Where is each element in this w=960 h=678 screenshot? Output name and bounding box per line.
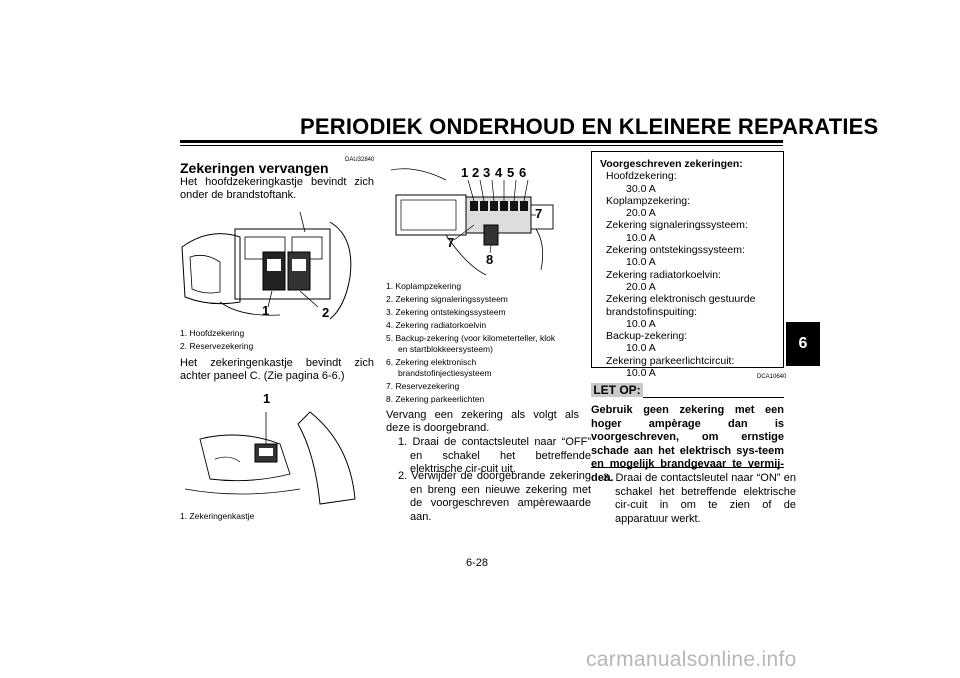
fig2-legend: 1. Zekeringenkastje	[180, 511, 254, 522]
letop-rule	[643, 397, 784, 398]
fig3-callout-2: 2	[472, 165, 480, 180]
page-number: 6-28	[466, 557, 489, 569]
fig3-legend-item: en startblokkeersysteem)	[398, 344, 493, 354]
spec-label: Zekering radiatorkoelvin:	[606, 268, 721, 281]
fig3-legend-item: 1. Koplampzekering	[386, 281, 462, 291]
fig3-callout-7a: 7	[535, 206, 543, 221]
spec-title: Voorgeschreven zekeringen:	[600, 158, 743, 170]
spec-value: 30.0 A	[626, 182, 656, 195]
step-2: 2. Verwijder de doorgebrande zekering en…	[398, 470, 591, 523]
fuse-block-illustration	[386, 165, 580, 277]
letop-badge: LET OP:	[591, 383, 643, 397]
header-rule-thin	[180, 145, 783, 146]
spec-value: 10.0 A	[626, 317, 656, 330]
fig3-legend-item: 7. Reservezekering	[386, 381, 460, 391]
fig1-callout-1: 1	[262, 303, 270, 318]
spec-value: 10.0 A	[626, 256, 656, 269]
spec-label: Koplampzekering:	[606, 194, 691, 207]
caution-rule	[591, 467, 784, 468]
step-1: 1. Draai de contactsleutel naar “OFF” en…	[398, 436, 591, 475]
replace-paragraph: Vervang een zekering als volgt als deze …	[386, 409, 579, 434]
spec-value: 10.0 A	[626, 367, 656, 380]
fig3-callout-8: 8	[486, 252, 494, 267]
fig3-legend-item: 3. Zekering ontstekingssysteem	[386, 307, 506, 317]
fig1-legend: 1. Hoofdzekering 2. Reservezekering	[180, 328, 253, 352]
fig3-legend-item: 4. Zekering radiatorkoelvin	[386, 320, 487, 330]
fig3-legend: 1. Koplampzekering 2. Zekering signaleri…	[386, 281, 580, 405]
header-rule	[180, 140, 783, 143]
fuse-spec-box: Voorgeschreven zekeringen: Hoofdzekering…	[591, 151, 784, 379]
paragraph-fuse-box-location: Het zekeringenkastje bevindt zich achter…	[180, 357, 374, 382]
spec-value: 10.0 A	[626, 231, 656, 244]
fig3-legend-item: 8. Zekering parkeerlichten	[386, 394, 485, 404]
fig3-callout-4: 4	[495, 165, 503, 180]
section-code: DAU32840	[345, 157, 375, 163]
fig3-callout-5: 5	[507, 165, 515, 180]
spec-value: 20.0 A	[626, 280, 656, 293]
fig3-callout-6: 6	[519, 165, 527, 180]
fig3-legend-item: 5. Backup-zekering (voor kilometerteller…	[386, 333, 556, 343]
spec-value: 10.0 A	[626, 342, 656, 355]
fig1-callout-2: 2	[322, 305, 330, 320]
fig3-callout-3: 3	[483, 165, 491, 180]
fig3-legend-item: brandstofinjectiesysteem	[398, 368, 492, 378]
fig1-legend-item: 2. Reservezekering	[180, 341, 254, 351]
spec-label: Zekering ontstekingssysteem:	[606, 244, 745, 257]
fig2-legend-item: 1. Zekeringenkastje	[180, 511, 255, 521]
fig3-callout-1: 1	[461, 165, 469, 180]
fig1-legend-item: 1. Hoofdzekering	[180, 328, 245, 338]
intro-paragraph: Het hoofdzekeringkastje bevindt zich ond…	[180, 176, 374, 201]
fig3-callout-7b: 7	[447, 235, 455, 250]
watermark: carmanualsonline.info	[586, 648, 797, 671]
section-heading: Zekeringen vervangen	[180, 160, 329, 176]
fig3-legend-item: 2. Zekering signaleringssysteem	[386, 294, 508, 304]
spec-label: Hoofdzekering:	[606, 170, 677, 183]
spec-label: Zekering elektronisch gestuurde brandsto…	[606, 293, 756, 318]
fig3-legend-item: 6. Zekering elektronisch	[386, 357, 477, 367]
page-header-title: PERIODIEK ONDERHOUD EN KLEINERE REPARATI…	[300, 114, 879, 139]
spec-label: Backup-zekering:	[606, 330, 688, 343]
fig2-callout-1: 1	[263, 391, 271, 406]
chapter-tab[interactable]: 6	[786, 322, 820, 366]
fuse-box-illustration	[180, 404, 374, 508]
step-3: 3. Draai de contactsleutel naar “ON” en …	[603, 472, 796, 525]
caution-code: DCA10640	[757, 374, 787, 380]
main-fuse-box-illustration	[180, 207, 374, 323]
spec-label: Zekering parkeerlichtcircuit:	[606, 354, 735, 367]
spec-label: Zekering signaleringssysteem:	[606, 219, 748, 232]
spec-value: 20.0 A	[626, 207, 656, 220]
